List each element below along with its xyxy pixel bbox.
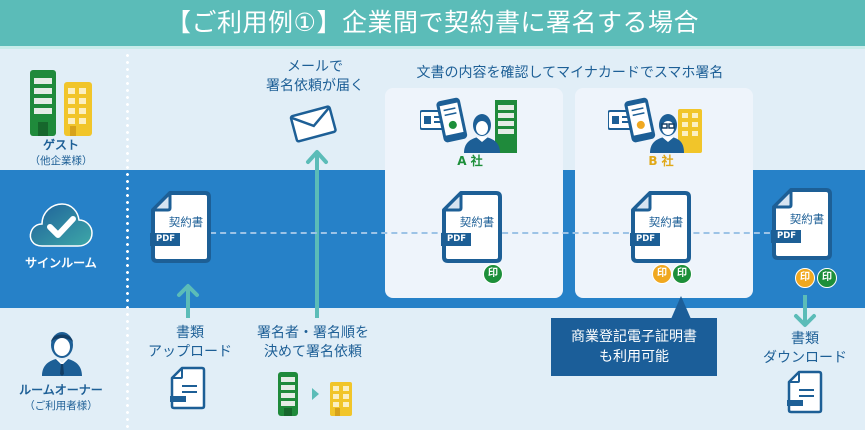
cloud-check-icon — [29, 203, 93, 247]
lane-divider — [126, 52, 129, 430]
owner-title: ルームオーナー — [19, 383, 103, 397]
seal-a-icon: 印 — [483, 264, 503, 284]
mail-notice-text: メールで 署名依頼が届く — [250, 58, 380, 96]
envelope-icon — [289, 105, 337, 143]
owner-lane — [0, 308, 865, 430]
document-label: 契約書 — [168, 215, 204, 229]
contract-document-final: 契約書 PDF — [771, 187, 833, 261]
pdf-tag: PDF — [771, 230, 801, 243]
callout-line2: も利用可能 — [599, 349, 669, 365]
company-a-label: A 社 — [457, 154, 483, 168]
businessman-icon — [42, 332, 82, 376]
request-arrow — [306, 150, 328, 318]
seal-b-icon: 印 — [652, 264, 672, 284]
company-b-label: B 社 — [648, 154, 674, 168]
sign-header: 文書の内容を確認してマイナカードでスマホ署名 — [416, 65, 724, 81]
download-step-line1: 書類 — [791, 331, 819, 347]
title-underline — [0, 46, 865, 49]
request-step-line2: 決めて署名依頼 — [264, 344, 362, 360]
upload-step-line1: 書類 — [176, 325, 204, 341]
guest-title: ゲスト — [42, 138, 79, 152]
page-title: 【ご利用例①】企業間で契約書に署名する場合 — [0, 0, 865, 46]
company-b-signer-icon — [608, 97, 702, 153]
contract-document-b: 契約書 PDF — [630, 190, 692, 264]
download-step-text: 書類 ダウンロード — [745, 330, 865, 368]
signroom-title: サインルーム — [25, 256, 97, 270]
seal-a-icon: 印 — [817, 268, 837, 288]
signing-order-icon — [278, 372, 352, 416]
guest-subtitle: （他企業様） — [29, 155, 93, 167]
request-step-text: 署名者・署名順を 決めて署名依頼 — [248, 324, 378, 362]
pdf-tag: PDF — [630, 233, 660, 246]
contract-document-a: 契約書 PDF — [441, 190, 503, 264]
download-arrow — [794, 295, 816, 327]
small-document-icon — [787, 370, 823, 414]
upload-step-line2: アップロード — [148, 344, 232, 360]
small-document-icon — [170, 366, 206, 410]
upload-step-text: 書類 アップロード — [140, 324, 240, 362]
document-label: 契約書 — [459, 215, 495, 229]
upload-arrow — [177, 284, 199, 318]
request-step-line1: 署名者・署名順を — [257, 325, 369, 341]
mail-notice-line1: メールで — [287, 59, 343, 75]
download-step-line2: ダウンロード — [763, 350, 847, 366]
owner-subtitle: （ご利用者様） — [24, 400, 98, 412]
mail-notice-line2: 署名依頼が届く — [266, 78, 364, 94]
seal-a-icon: 印 — [672, 264, 692, 284]
pdf-tag: PDF — [150, 233, 180, 246]
certificate-callout: 商業登記電子証明書 も利用可能 — [551, 318, 717, 376]
contract-document-uploaded: 契約書 PDF — [150, 190, 212, 264]
callout-line1: 商業登記電子証明書 — [571, 329, 697, 345]
document-label: 契約書 — [789, 212, 825, 226]
seal-b-icon: 印 — [795, 268, 815, 288]
company-a-signer-icon — [420, 97, 517, 153]
pdf-tag: PDF — [441, 233, 471, 246]
buildings-icon — [30, 70, 92, 136]
document-label: 契約書 — [648, 215, 684, 229]
callout-pointer — [671, 296, 691, 319]
